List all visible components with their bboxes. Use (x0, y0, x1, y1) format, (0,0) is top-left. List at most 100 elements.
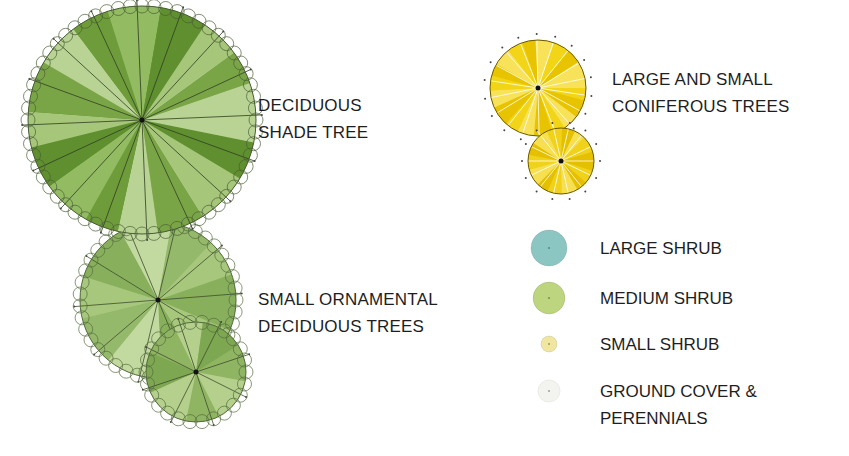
trunk-dot (559, 159, 564, 164)
tree-symbol (521, 122, 601, 200)
canopy-wedge (490, 88, 538, 108)
branch-line (491, 62, 538, 88)
branch-line (538, 46, 572, 88)
branch-line (521, 88, 538, 139)
branch-line (142, 120, 147, 240)
legend-text: LARGE SHRUB (600, 235, 835, 262)
branch-tip (551, 198, 553, 200)
branch-line (142, 69, 251, 120)
tree-symbol (484, 33, 593, 143)
canopy-outline (146, 322, 246, 422)
legend-swatch (527, 322, 571, 366)
branch-line (502, 48, 538, 89)
branch-tip (520, 138, 522, 140)
branch-line (142, 120, 255, 161)
tree-canopy (490, 40, 586, 136)
swatch-center (548, 390, 550, 392)
branch-tip (536, 33, 538, 35)
tree-symbol (139, 315, 253, 428)
canopy-outline (490, 40, 586, 136)
branch-tip (569, 122, 571, 124)
legend-swatch (527, 226, 571, 270)
canopy-wedge (142, 83, 256, 143)
swatch-center (548, 343, 550, 345)
trunk-dot (140, 118, 145, 123)
branch-line (504, 88, 538, 130)
branch-tip (599, 160, 601, 162)
branch-tip (590, 76, 592, 78)
tree-canopy (146, 322, 246, 422)
branch-line (518, 38, 538, 88)
tree-symbol (21, 0, 263, 241)
branch-tip (584, 130, 586, 132)
canopy-outline (528, 128, 594, 194)
branch-line (142, 120, 230, 201)
branch-line (22, 120, 142, 125)
branch-tip (484, 79, 486, 81)
branch-line (538, 37, 555, 88)
swatch-circle (533, 282, 565, 314)
branch-line (143, 372, 196, 390)
canopy-wedge (561, 161, 577, 194)
branch-line (196, 354, 249, 372)
symbol-label: DECIDUOUS SHADE TREE (258, 92, 408, 146)
canopy-outline (28, 6, 256, 234)
branch-line (142, 7, 183, 120)
branch-line (61, 120, 142, 208)
branch-tip (517, 37, 519, 39)
branch-line (492, 88, 538, 116)
symbol-label: LARGE AND SMALL CONIFEROUS TREES (612, 66, 812, 120)
branch-tip (590, 95, 592, 97)
swatch-center (548, 247, 550, 249)
legend-text: GROUND COVER & PERENNIALS (600, 378, 835, 432)
symbol-label: SMALL ORNAMENTAL DECIDUOUS TREES (258, 286, 458, 340)
branch-tip (584, 113, 586, 115)
branch-tip (525, 177, 527, 179)
branch-tip (583, 59, 585, 61)
branch-line (142, 115, 262, 120)
branch-line (538, 88, 574, 129)
branch-tip (536, 130, 538, 132)
trunk-dot (194, 370, 199, 375)
branch-tip (571, 45, 573, 47)
branch-line (54, 39, 142, 120)
branch-tip (595, 143, 597, 145)
swatch-center (548, 297, 550, 299)
branch-line (537, 34, 538, 88)
branch-line (29, 79, 142, 120)
branch-tip (525, 143, 527, 145)
branch-line (538, 88, 585, 114)
branch-line (91, 11, 142, 120)
branch-tip (595, 177, 597, 179)
legend-text: MEDIUM SHRUB (600, 285, 835, 312)
branch-tip (584, 191, 586, 193)
branch-line (485, 88, 538, 99)
branch-tip (551, 122, 553, 124)
swatch-circle (541, 336, 557, 352)
branch-line (142, 120, 193, 229)
branch-tip (554, 36, 556, 38)
branch-line (101, 120, 142, 233)
swatch-circle (531, 230, 567, 266)
branch-line (538, 77, 591, 88)
trunk-dot (536, 86, 541, 91)
legend-swatch (527, 276, 571, 320)
branch-line (178, 319, 196, 372)
trunk-dot (156, 298, 161, 303)
branch-line (142, 32, 223, 120)
legend-text: SMALL SHRUB (600, 331, 835, 358)
branch-tip (491, 115, 493, 117)
branch-line (196, 372, 246, 397)
branch-tip (241, 292, 243, 294)
swatch-circle (538, 380, 560, 402)
branch-tip (569, 198, 571, 200)
branch-tip (484, 98, 486, 100)
legend-swatch (527, 369, 571, 413)
branch-tip (490, 61, 492, 63)
branch-tip (536, 191, 538, 193)
branch-line (158, 246, 222, 301)
branch-line (538, 60, 584, 88)
branch-tip (521, 160, 523, 162)
branch-line (33, 120, 142, 171)
branch-line (137, 0, 142, 120)
